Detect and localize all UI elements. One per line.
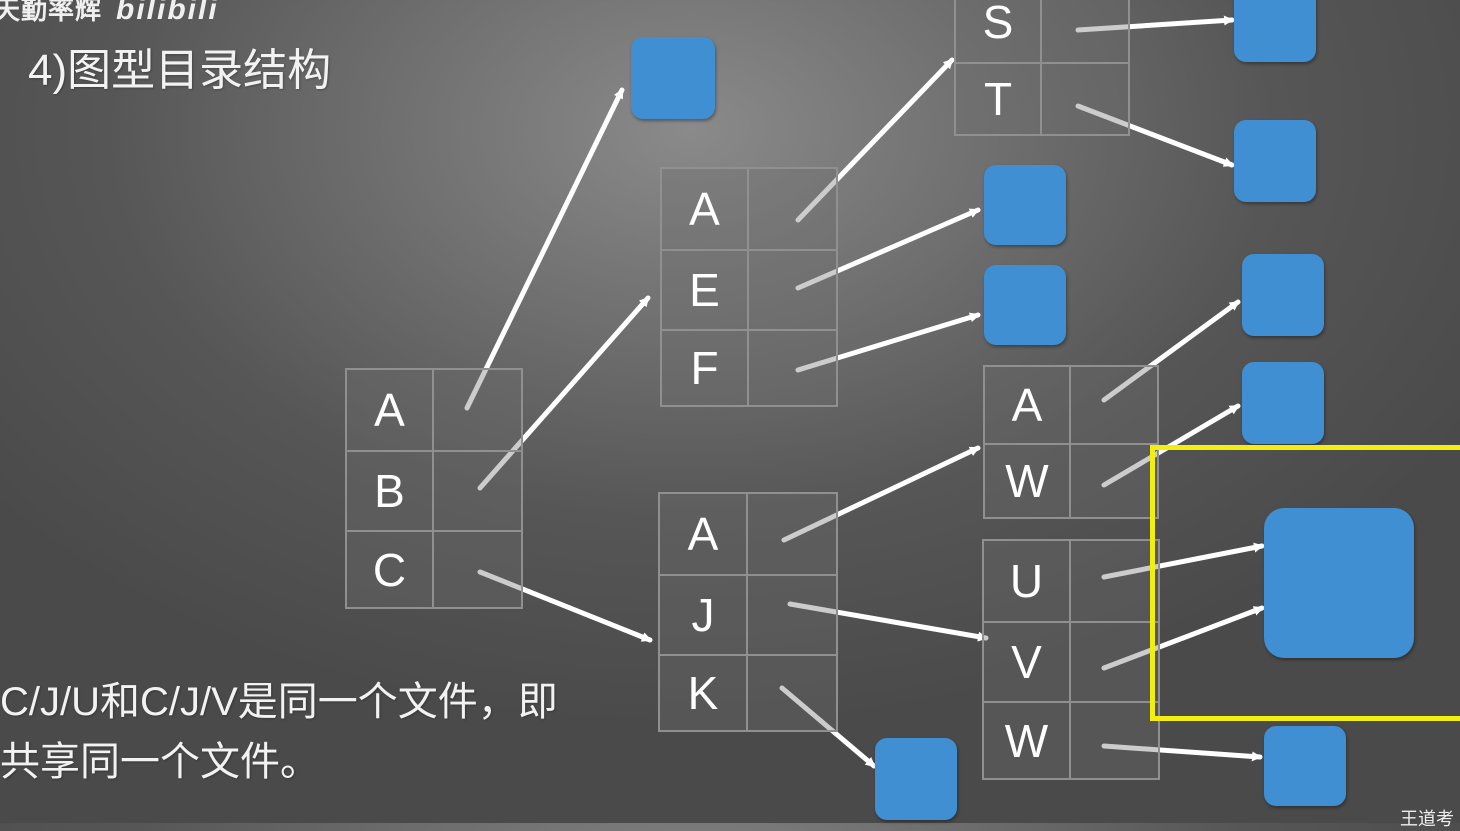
entry-pointer xyxy=(1042,64,1128,134)
entry-pointer xyxy=(749,331,836,405)
entry-name: W xyxy=(985,445,1071,517)
dir-row: E xyxy=(662,249,836,329)
dir-row: B xyxy=(347,450,521,530)
entry-name: S xyxy=(956,0,1042,62)
dir-row: W xyxy=(985,443,1157,517)
file-node xyxy=(1234,120,1316,202)
entry-name: E xyxy=(662,251,749,329)
note-line-1: C/J/U和C/J/V是同一个文件，即 xyxy=(0,680,558,724)
note-line-2: 共享同一个文件。 xyxy=(0,740,320,784)
entry-pointer xyxy=(1042,0,1128,62)
c-directory: A J K xyxy=(658,492,838,732)
file-node xyxy=(631,37,715,119)
dir-row: A xyxy=(662,169,836,249)
file-node xyxy=(1242,362,1324,444)
arrow-root-c xyxy=(477,569,653,643)
entry-name: T xyxy=(956,64,1042,134)
entry-pointer xyxy=(1071,623,1158,701)
arrow-root-a xyxy=(464,87,625,411)
entry-name: J xyxy=(660,576,748,654)
entry-pointer xyxy=(749,169,836,249)
entry-name: A xyxy=(662,169,749,249)
entry-pointer xyxy=(434,452,521,530)
arrow-c-j xyxy=(787,601,989,642)
entry-name: A xyxy=(985,367,1071,443)
root-directory: A B C xyxy=(345,368,523,609)
file-node xyxy=(984,265,1066,345)
entry-name: F xyxy=(662,331,749,405)
arrow-root-b xyxy=(477,295,651,491)
entry-name: C xyxy=(347,532,434,607)
arrow-t xyxy=(1075,103,1235,168)
dir-row: A xyxy=(985,367,1157,443)
dir-row: S xyxy=(956,0,1128,62)
dir-row: V xyxy=(984,621,1158,701)
file-node xyxy=(1234,0,1316,62)
arrow-b-f xyxy=(795,312,981,373)
b-directory: A E F xyxy=(660,167,838,407)
watermark: 天勤率辉 bilibili xyxy=(0,0,219,27)
shared-file-node xyxy=(1264,508,1414,658)
entry-pointer xyxy=(1071,445,1157,517)
uvw-directory: U V W xyxy=(982,539,1160,780)
shared-file-note: C/J/U和C/J/V是同一个文件，即 共享同一个文件。 xyxy=(0,672,558,792)
arrow-b-e xyxy=(795,207,981,291)
arrow-b-a xyxy=(795,57,955,223)
aw-directory: A W xyxy=(983,365,1159,519)
file-node xyxy=(1242,254,1324,336)
corner-watermark: 王道考 xyxy=(1400,809,1454,829)
file-node xyxy=(984,165,1066,245)
dir-row: K xyxy=(660,654,836,730)
entry-name: B xyxy=(347,452,434,530)
arrow-w xyxy=(1101,743,1263,762)
arrow-aw-a xyxy=(1101,299,1241,403)
dir-row: C xyxy=(347,530,521,607)
dir-row: W xyxy=(984,701,1158,778)
entry-pointer xyxy=(1071,541,1158,621)
slide-title: 4)图型目录结构 xyxy=(28,46,332,95)
entry-name: A xyxy=(660,494,748,574)
entry-name: V xyxy=(984,623,1071,701)
file-node xyxy=(1264,726,1346,806)
arrow-v xyxy=(1101,605,1265,671)
shared-file-highlight xyxy=(1150,445,1460,721)
entry-name: W xyxy=(984,703,1071,778)
arrow-c-a xyxy=(781,445,981,543)
entry-pointer xyxy=(434,370,521,450)
arrow-s xyxy=(1075,15,1235,33)
entry-pointer xyxy=(748,494,836,574)
dir-row: A xyxy=(347,370,521,450)
dir-row: A xyxy=(660,494,836,574)
dir-row: F xyxy=(662,329,836,405)
entry-name: A xyxy=(347,370,434,450)
entry-pointer xyxy=(748,656,836,730)
arrow-u xyxy=(1101,542,1265,580)
file-node xyxy=(875,738,957,820)
entry-name: U xyxy=(984,541,1071,621)
dir-row: T xyxy=(956,62,1128,134)
dir-row: U xyxy=(984,541,1158,621)
entry-pointer xyxy=(749,251,836,329)
entry-pointer xyxy=(434,532,521,607)
watermark-text: 天勤率辉 xyxy=(0,0,103,25)
entry-name: K xyxy=(660,656,748,730)
arrow-c-k xyxy=(779,685,877,769)
entry-pointer xyxy=(1071,367,1157,443)
entry-pointer xyxy=(1071,703,1158,778)
dir-row: J xyxy=(660,574,836,654)
st-directory: S T xyxy=(954,0,1130,136)
bilibili-logo: bilibili xyxy=(116,0,219,26)
entry-pointer xyxy=(748,576,836,654)
